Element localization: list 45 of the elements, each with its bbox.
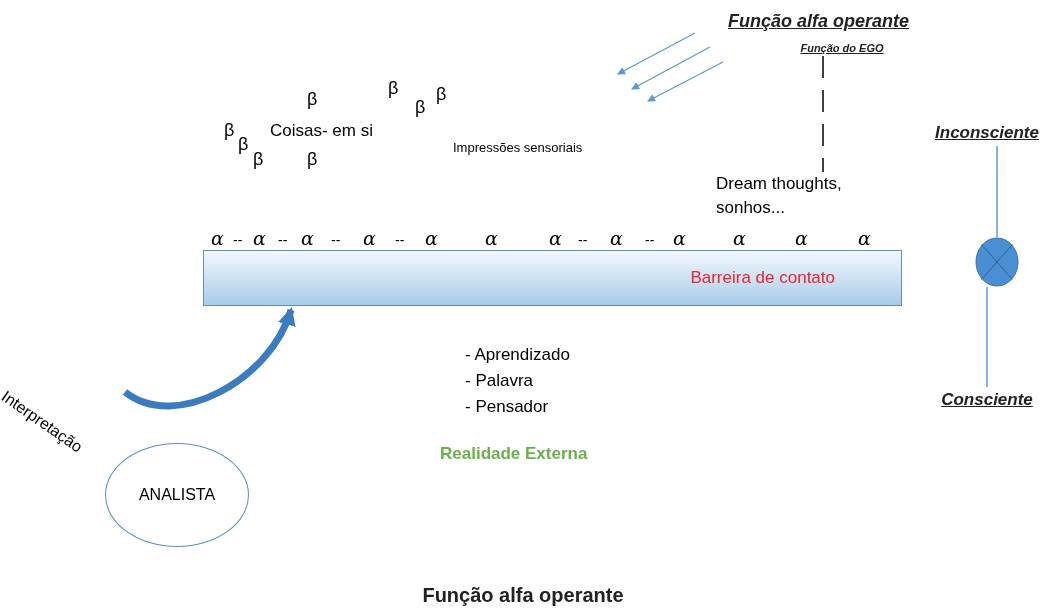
caption: Função alfa operante (422, 584, 624, 606)
diagram-label: β (224, 119, 235, 142)
diagram-label: -- (278, 231, 288, 250)
diagram-label: α (858, 226, 871, 251)
diagram-label: α (363, 226, 376, 251)
diagram-label: α (795, 226, 808, 251)
diagram-label: α (211, 226, 224, 251)
dream-text: Dream thoughts, sonhos... (716, 172, 848, 222)
diagram-label: α (425, 226, 438, 251)
diagram-label: - Aprendizado (465, 344, 570, 366)
diagram-label: β (307, 148, 318, 171)
connector-line (986, 286, 988, 388)
diagram-label: - Pensador (465, 396, 549, 418)
connector-line (996, 145, 998, 238)
barrier-bar: Barreira de contato (203, 250, 902, 306)
diagram-label: α (301, 226, 314, 251)
diagram-label: Função alfa operante (728, 10, 910, 33)
diagram-label: Impressões sensoriais (453, 139, 583, 157)
ego-label: Função do EGO (798, 40, 886, 56)
diagram-label: -- (645, 231, 655, 250)
diagram-label: β (436, 83, 447, 106)
diagram-label: α (549, 226, 562, 251)
diagram-label: β (238, 133, 249, 156)
diagram-label: -- (331, 231, 341, 250)
diagram-label: Coisas- em si (270, 120, 373, 142)
diagram-label: -- (578, 231, 588, 250)
diagram-label: β (388, 77, 399, 100)
diagram-label: -- (233, 231, 243, 250)
diagram-label: α (485, 226, 498, 251)
analyst-ellipse: ANALISTA (105, 443, 249, 547)
state-label: Consciente (930, 387, 1044, 413)
diagram-label: Realidade Externa (440, 443, 588, 465)
diagram-label: α (610, 226, 623, 251)
diagram-label: α (673, 226, 686, 251)
crossed-circle (975, 237, 1019, 287)
state-label: Inconsciente (928, 120, 1046, 146)
curved-arrow (123, 307, 295, 410)
dashed-line (822, 55, 824, 173)
diagram-label: β (415, 96, 426, 119)
diagram-label: α (253, 226, 266, 251)
diagram-label: - Palavra (465, 370, 534, 392)
diagram-label: β (253, 148, 264, 171)
diagram-label: β (307, 88, 318, 111)
diagram-label: -- (395, 231, 405, 250)
diagram-label: α (733, 226, 746, 251)
